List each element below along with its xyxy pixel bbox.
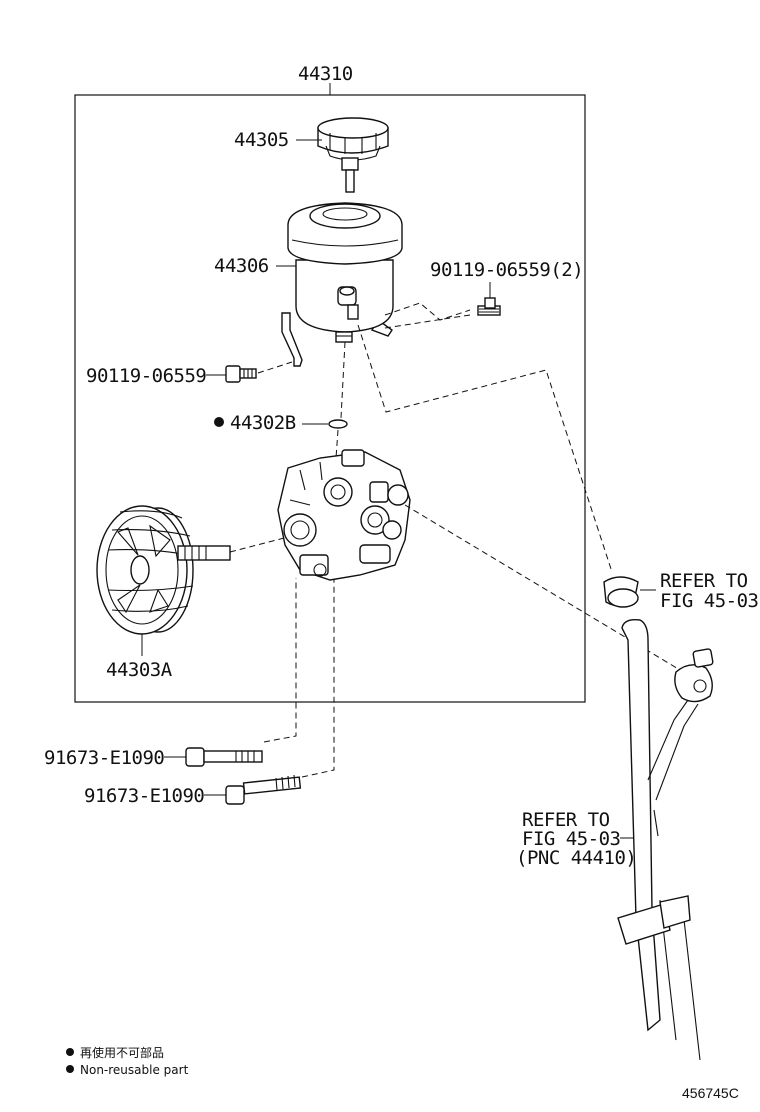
clamp-ref-line2[interactable]: FIG 45-03 — [660, 590, 759, 612]
hose-clamp[interactable] — [603, 576, 639, 608]
illustration-code: 456745C — [682, 1085, 739, 1101]
reservoir-cap-label[interactable]: 44305 — [234, 129, 289, 151]
reservoir-label[interactable]: 44306 — [214, 255, 269, 277]
clamp-ref-line1[interactable]: REFER TO — [660, 570, 748, 592]
power-steering-pump[interactable] — [277, 449, 411, 581]
bolt-right-label[interactable]: 90119-06559(2) — [430, 259, 584, 281]
reservoir-tank[interactable] — [281, 202, 403, 367]
o-ring-label[interactable]: 44302B — [230, 412, 296, 434]
bolt-left[interactable] — [225, 365, 257, 383]
bolt-lower[interactable] — [225, 774, 302, 805]
pressure-hose[interactable] — [617, 618, 714, 1061]
bolt-upper[interactable] — [185, 747, 263, 767]
hose-ref-line1[interactable]: REFER TO — [522, 809, 610, 831]
legend-marker-en — [66, 1065, 74, 1073]
pump-shaft — [177, 545, 231, 561]
bolt-right[interactable] — [477, 297, 501, 316]
legend-marker-ja — [66, 1048, 74, 1056]
bolt-left-label[interactable]: 90119-06559 — [86, 365, 207, 387]
o-ring[interactable] — [328, 419, 348, 429]
legend-text-en: Non-reusable part — [80, 1063, 189, 1077]
bolt-lower-label[interactable]: 91673-E1090 — [84, 785, 205, 807]
pulley[interactable] — [96, 505, 194, 635]
non-reusable-marker — [214, 417, 224, 427]
assembly-number-label[interactable]: 44310 — [298, 63, 353, 85]
legend-text-ja: 再使用不可部品 — [80, 1045, 164, 1060]
hose-ref-line2[interactable]: FIG 45-03 — [522, 828, 621, 850]
pulley-label[interactable]: 44303A — [106, 659, 173, 681]
bolt-upper-label[interactable]: 91673-E1090 — [44, 747, 165, 769]
hose-ref-line3[interactable]: (PNC 44410) — [516, 847, 637, 869]
reservoir-cap[interactable] — [317, 117, 389, 193]
